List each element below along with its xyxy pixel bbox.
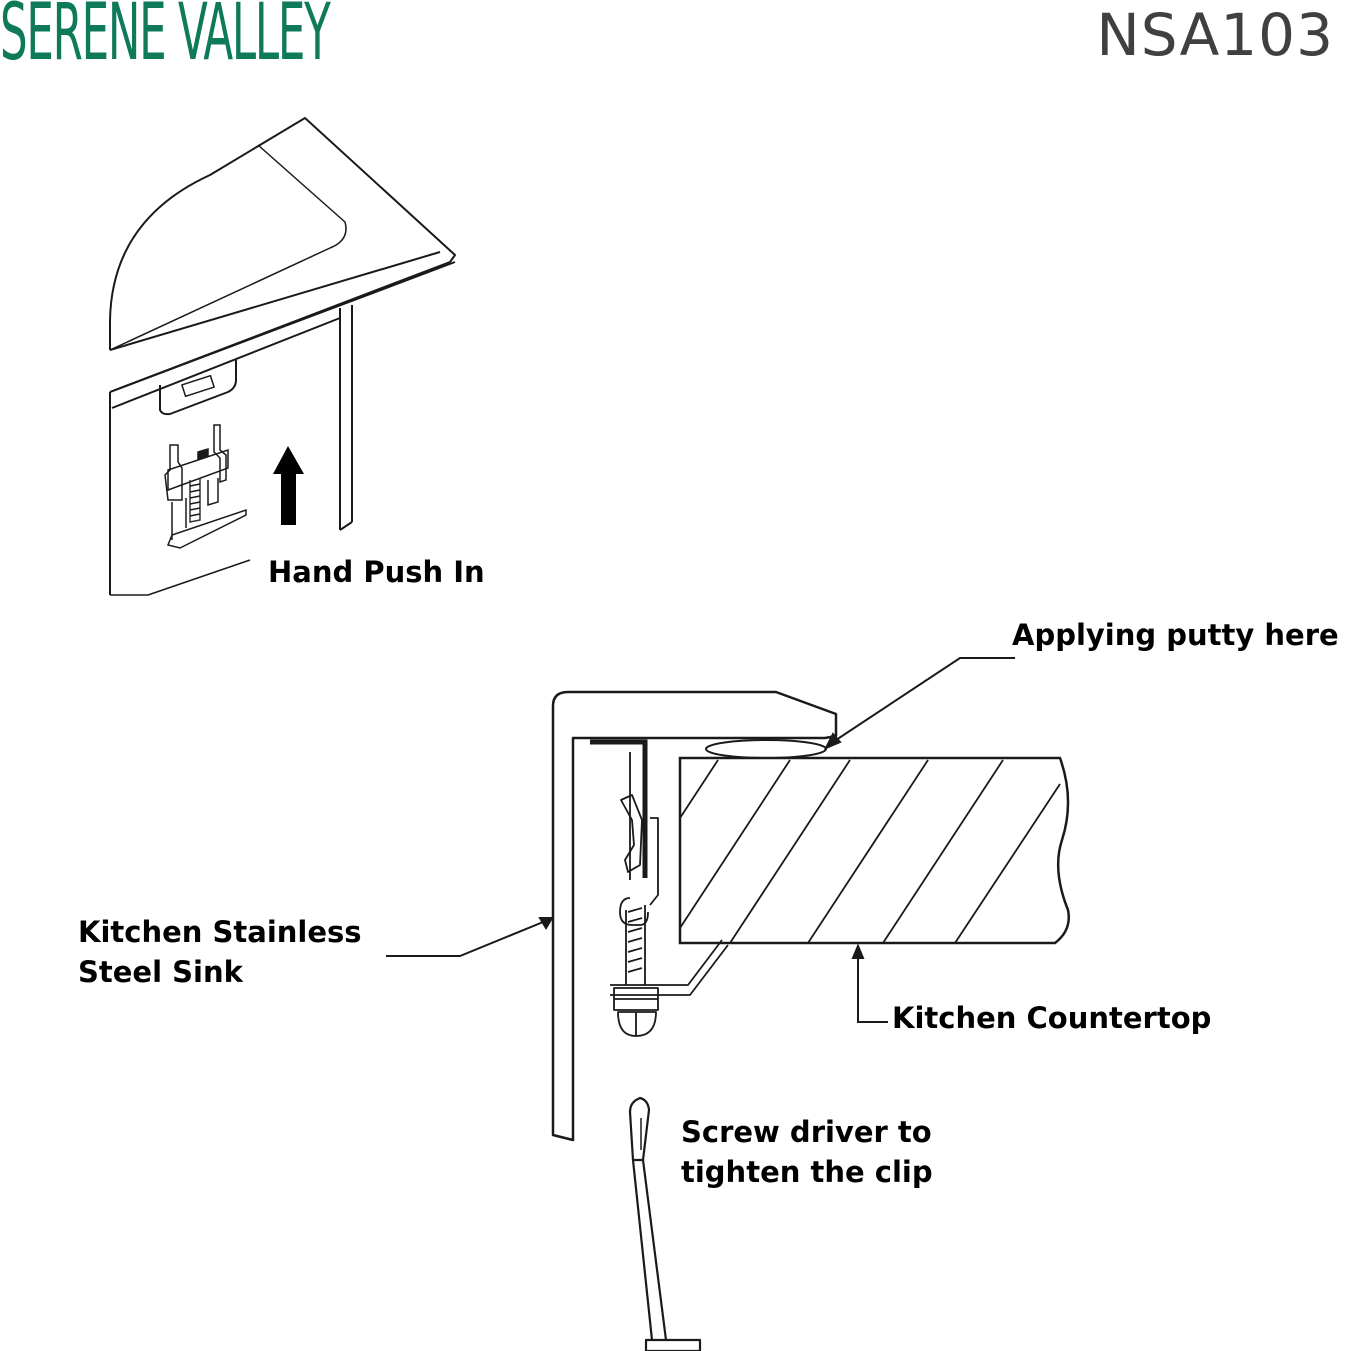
brand-logo: SERENE VALLEY <box>0 0 331 78</box>
push-up-arrow-icon <box>273 446 304 525</box>
sink-corner-illustration <box>109 117 456 596</box>
putty-label: Applying putty here <box>1012 618 1339 652</box>
mounting-clip-section <box>610 752 729 1037</box>
model-number: NSA103 <box>1096 1 1334 69</box>
sink-label-line2: Steel Sink <box>78 955 243 989</box>
leader-lines <box>386 657 1015 1023</box>
clip-illustration <box>164 424 247 549</box>
sink-label-line1: Kitchen Stainless <box>78 915 362 949</box>
countertop-section <box>678 756 1070 945</box>
screwdriver-label-line1: Screw driver to <box>681 1115 932 1149</box>
countertop-label: Kitchen Countertop <box>892 1001 1212 1035</box>
screwdriver-icon <box>628 1096 702 1351</box>
screwdriver-label-line2: tighten the clip <box>681 1155 933 1189</box>
sink-section <box>551 690 838 1142</box>
putty-bead <box>705 739 827 759</box>
sink-flange <box>590 739 648 878</box>
hand-push-in-label: Hand Push In <box>268 555 485 589</box>
